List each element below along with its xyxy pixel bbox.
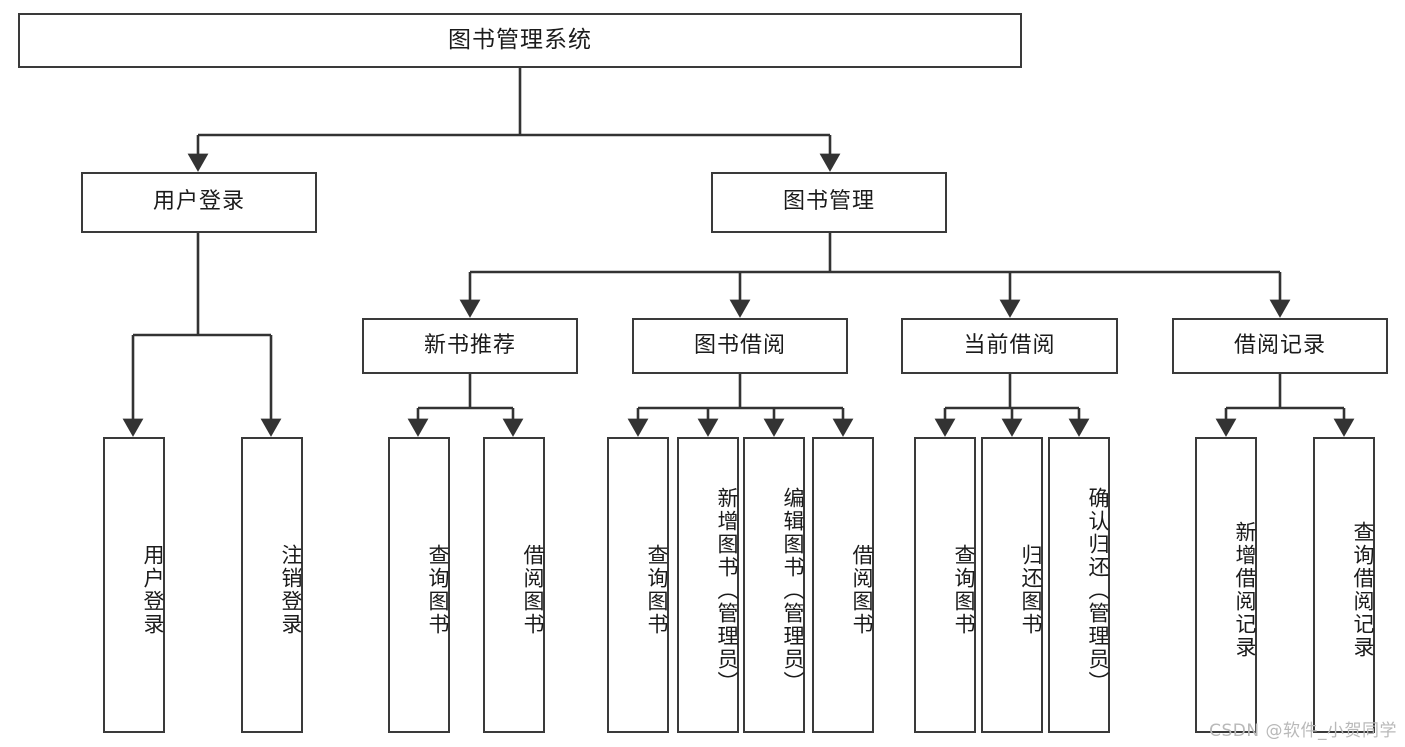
- leaf-borrow-edit-book-admin[interactable]: 编辑图书（管理员）: [743, 437, 805, 733]
- node-new-book-recommend[interactable]: 新书推荐: [362, 318, 578, 374]
- node-label: 图书借阅: [693, 332, 786, 358]
- leaf-borrow-add-book-admin[interactable]: 新增图书（管理员）: [677, 437, 739, 733]
- node-book-management[interactable]: 图书管理: [711, 172, 947, 233]
- node-label: 查询图书: [645, 544, 669, 636]
- node-label: 确认归还（管理员）: [1086, 486, 1110, 694]
- watermark-text: CSDN @软件_小贺同学: [1209, 721, 1397, 741]
- node-label: 查询图书: [426, 544, 450, 636]
- leaf-current-query-book[interactable]: 查询图书: [914, 437, 976, 733]
- node-label: 借阅图书: [850, 544, 874, 636]
- node-label: 图书管理: [782, 189, 875, 215]
- leaf-current-confirm-return-admin[interactable]: 确认归还（管理员）: [1048, 437, 1110, 733]
- node-book-borrow[interactable]: 图书借阅: [632, 318, 848, 374]
- node-root-book-management-system[interactable]: 图书管理系统: [18, 13, 1022, 68]
- leaf-user-login-signin[interactable]: 用户登录: [103, 437, 165, 733]
- leaf-borrow-borrow-book[interactable]: 借阅图书: [812, 437, 874, 733]
- leaf-recommend-borrow-book[interactable]: 借阅图书: [483, 437, 545, 733]
- node-label: 用户登录: [152, 189, 245, 215]
- leaf-records-query-record[interactable]: 查询借阅记录: [1313, 437, 1375, 733]
- node-label: 归还图书: [1019, 544, 1043, 636]
- node-label: 查询借阅记录: [1351, 521, 1375, 659]
- leaf-current-return-book[interactable]: 归还图书: [981, 437, 1043, 733]
- node-user-login[interactable]: 用户登录: [81, 172, 317, 233]
- node-label: 编辑图书（管理员）: [781, 486, 805, 694]
- node-label: 当前借阅: [963, 332, 1056, 358]
- node-label: 新增图书（管理员）: [715, 486, 739, 694]
- node-label: 注销登录: [279, 544, 303, 636]
- leaf-records-add-record[interactable]: 新增借阅记录: [1195, 437, 1257, 733]
- leaf-borrow-query-book[interactable]: 查询图书: [607, 437, 669, 733]
- node-label: 新书推荐: [423, 332, 516, 358]
- node-label: 借阅图书: [521, 544, 545, 636]
- node-borrow-records[interactable]: 借阅记录: [1172, 318, 1388, 374]
- node-label: 新增借阅记录: [1233, 521, 1257, 659]
- node-label: 用户登录: [141, 544, 165, 636]
- node-label: 查询图书: [952, 544, 976, 636]
- node-current-borrow[interactable]: 当前借阅: [901, 318, 1118, 374]
- leaf-recommend-query-book[interactable]: 查询图书: [388, 437, 450, 733]
- node-label: 图书管理系统: [448, 26, 592, 53]
- node-label: 借阅记录: [1233, 332, 1326, 358]
- leaf-user-login-signout[interactable]: 注销登录: [241, 437, 303, 733]
